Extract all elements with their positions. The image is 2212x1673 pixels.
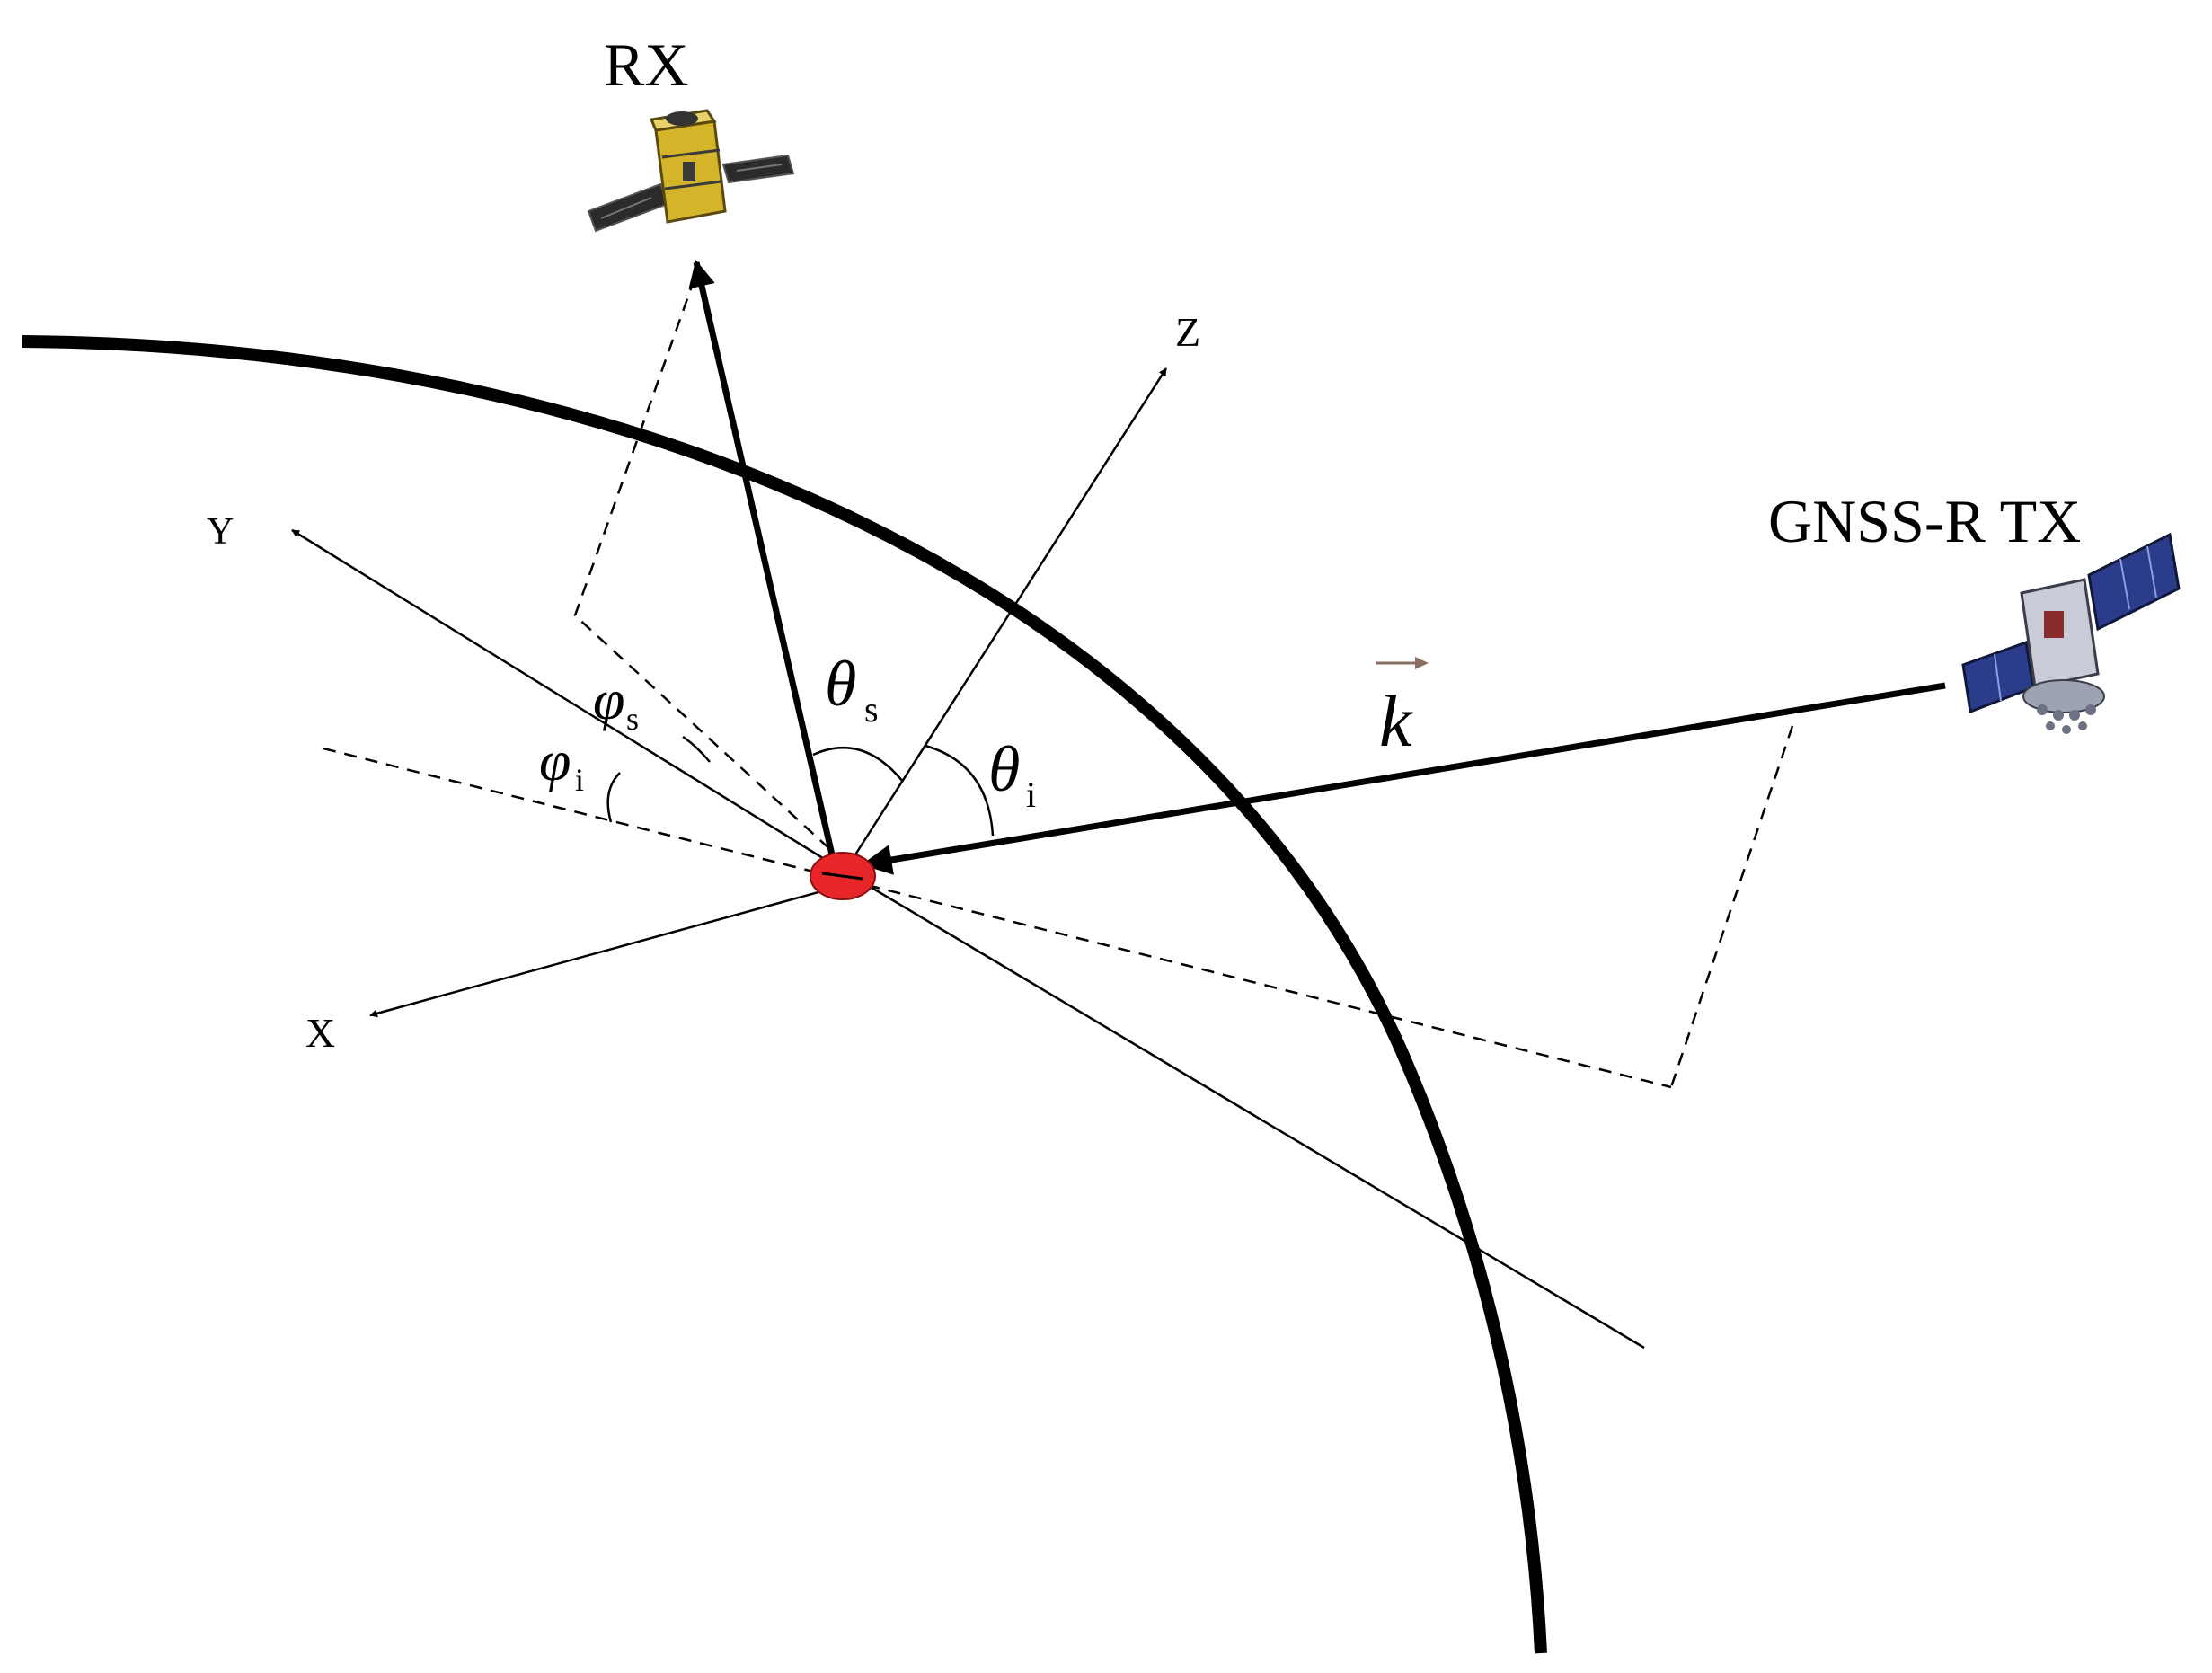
- svg-text:φ: φ: [539, 729, 571, 792]
- svg-text:s: s: [626, 701, 639, 737]
- y-axis-extension: [844, 870, 1645, 1350]
- phi-s-label: φ s: [593, 668, 639, 737]
- svg-text:θ: θ: [825, 648, 856, 720]
- axis-x-label: X: [305, 1010, 335, 1056]
- svg-text:i: i: [1026, 775, 1036, 815]
- projection-lines: [323, 278, 1794, 1089]
- satellite-tx-icon: [1961, 532, 2181, 734]
- y-axis-line: [291, 528, 845, 873]
- phi-i-label: φ i: [539, 729, 584, 798]
- phi-s-arc: [682, 735, 711, 763]
- receiver-label: RX: [604, 31, 688, 99]
- transmitter-label: GNSS-R TX: [1768, 487, 2081, 555]
- wave-vector-label: k: [1376, 657, 1429, 762]
- incident-wave-vector: [861, 682, 1946, 875]
- svg-text:φ: φ: [593, 668, 624, 731]
- theta-s-label: θ s: [825, 648, 879, 730]
- phi-i-arc: [606, 772, 621, 823]
- theta-i-arc: [925, 744, 995, 836]
- earth-surface-curve: [22, 335, 1547, 1654]
- rx-projection-line: [573, 278, 845, 863]
- svg-text:k: k: [1379, 680, 1413, 762]
- satellite-rx-icon: [587, 109, 795, 233]
- angle-arcs: [606, 735, 995, 836]
- z-axis-line: [843, 367, 1168, 872]
- svg-text:s: s: [864, 689, 879, 730]
- x-axis-line: [369, 883, 845, 1018]
- specular-point-dot: [810, 852, 876, 900]
- axis-z-label: Z: [1175, 309, 1200, 355]
- axis-y-label: Y: [207, 511, 234, 553]
- tx-projection-line: [1669, 725, 1794, 1088]
- svg-text:i: i: [575, 762, 584, 798]
- theta-s-arc: [812, 746, 904, 783]
- scattered-vector-to-rx: [688, 260, 837, 863]
- svg-text:θ: θ: [988, 733, 1020, 805]
- theta-i-label: θ i: [988, 733, 1036, 815]
- incidence-plane-line: [323, 747, 1672, 1089]
